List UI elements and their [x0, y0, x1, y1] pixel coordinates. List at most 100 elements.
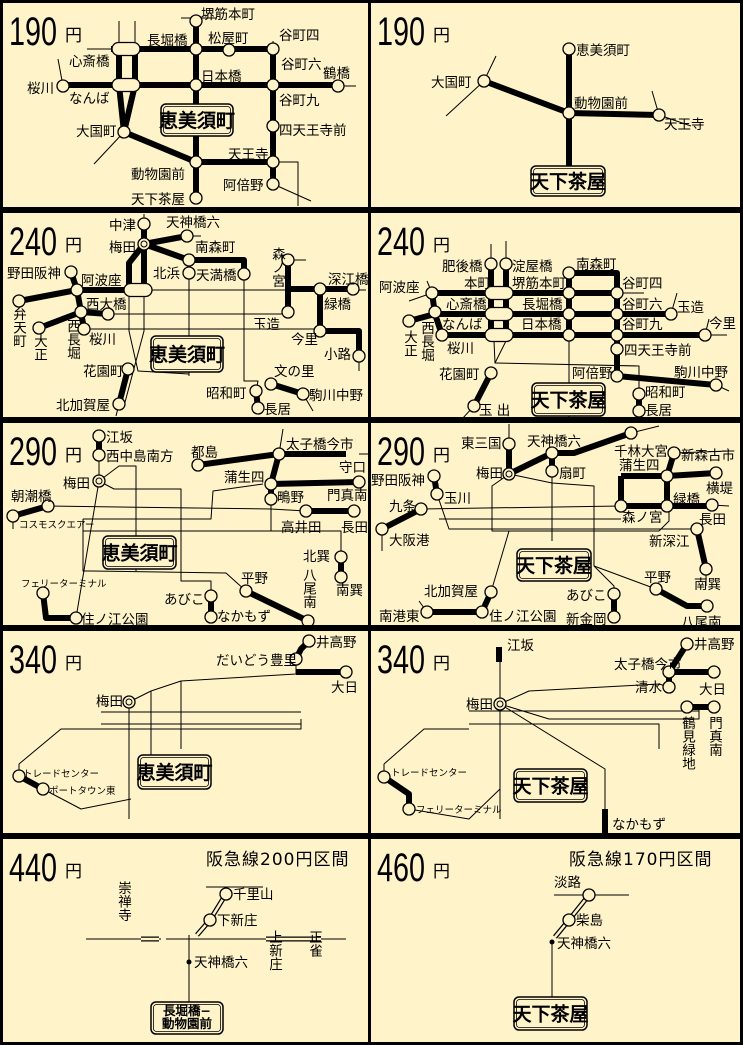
station[interactable]: 南港東 — [379, 605, 434, 625]
station[interactable]: 天神橋六 — [549, 936, 612, 952]
station[interactable]: 天神橋六 — [527, 434, 581, 460]
station[interactable]: 大日 — [331, 665, 358, 696]
station[interactable]: 南巽 — [694, 562, 721, 593]
station[interactable]: 心斎橋 — [69, 53, 110, 70]
station-marker[interactable] — [189, 42, 203, 56]
station[interactable]: 横堤 — [706, 466, 734, 497]
station-marker[interactable] — [607, 587, 621, 601]
station-marker[interactable] — [477, 74, 491, 88]
station[interactable]: 長田 — [699, 498, 726, 528]
station[interactable]: 森ノ宮 — [269, 247, 295, 288]
station[interactable]: 柴島 — [562, 913, 603, 929]
station[interactable]: 長堀橋 — [147, 33, 203, 56]
terminal-marker[interactable] — [496, 647, 502, 661]
station-marker[interactable] — [402, 802, 416, 816]
station[interactable]: 長居 — [632, 403, 672, 417]
station[interactable]: 守口 — [339, 460, 366, 489]
station[interactable]: 文の里 — [264, 364, 315, 391]
station-marker[interactable] — [301, 614, 315, 625]
station-marker[interactable] — [414, 502, 428, 516]
station[interactable]: 新金岡 — [566, 610, 621, 625]
station-marker[interactable] — [502, 467, 516, 481]
station[interactable]: 高井田 — [281, 504, 322, 536]
station-marker[interactable] — [266, 155, 280, 169]
station-marker[interactable] — [272, 447, 286, 461]
station[interactable]: だいどう豊里 — [216, 652, 303, 669]
station[interactable]: トレードセンター — [12, 769, 99, 783]
station[interactable]: 天満橋 — [196, 267, 251, 284]
station-marker[interactable] — [430, 487, 444, 501]
station[interactable]: 深江橋 — [328, 272, 368, 296]
station-marker[interactable] — [122, 695, 136, 709]
station[interactable]: 上新庄 — [266, 930, 283, 971]
station[interactable]: 緑橋 — [313, 282, 351, 313]
station[interactable]: 北加賀屋 — [56, 397, 126, 414]
station-marker[interactable] — [499, 257, 513, 271]
station-marker[interactable] — [610, 307, 624, 321]
station-marker[interactable] — [74, 305, 88, 319]
station[interactable]: 梅田 — [63, 474, 106, 492]
station-marker[interactable] — [266, 119, 280, 133]
station[interactable]: 蒲生四 — [224, 470, 278, 491]
station[interactable]: 太子橋今市 — [272, 436, 354, 461]
station[interactable]: 梅田 — [466, 697, 507, 713]
station-marker[interactable] — [475, 605, 489, 619]
station-marker[interactable] — [180, 229, 194, 243]
station-marker[interactable] — [375, 522, 389, 536]
station[interactable]: 日本橋 — [521, 317, 576, 342]
station[interactable]: 扇町 — [545, 464, 586, 482]
station[interactable]: 緑橋 — [660, 492, 701, 513]
station[interactable]: 都島 — [191, 445, 218, 472]
station-marker[interactable] — [707, 665, 721, 679]
station-marker[interactable] — [582, 888, 596, 902]
station-marker[interactable] — [502, 437, 516, 451]
station-marker[interactable] — [562, 913, 576, 927]
station-marker[interactable] — [680, 637, 694, 651]
station-marker[interactable] — [680, 700, 694, 714]
station-marker[interactable] — [237, 267, 251, 281]
station[interactable]: 東三国 — [461, 436, 516, 452]
station[interactable]: 八尾南 — [681, 599, 722, 625]
station[interactable]: 日本橋 — [189, 69, 242, 92]
station-marker[interactable] — [299, 504, 313, 518]
station[interactable]: 天下茶屋 — [131, 191, 203, 207]
station-marker[interactable] — [700, 599, 714, 613]
station-marker[interactable] — [562, 106, 576, 120]
station[interactable]: 門真南 — [706, 700, 723, 757]
station-dot[interactable] — [186, 959, 192, 965]
station-marker[interactable] — [610, 369, 624, 383]
station-marker[interactable] — [660, 499, 674, 513]
station-marker[interactable] — [347, 504, 361, 518]
station-marker[interactable] — [352, 475, 366, 489]
station-marker[interactable] — [662, 665, 676, 679]
station[interactable]: 西大橋 — [86, 297, 127, 321]
station-marker[interactable] — [313, 282, 327, 296]
station-marker[interactable] — [428, 305, 442, 319]
station[interactable]: 谷町六 — [610, 297, 663, 321]
station-marker[interactable] — [649, 582, 663, 596]
station[interactable]: 崇禅寺 — [115, 881, 132, 922]
station-marker[interactable] — [698, 328, 712, 342]
station-marker[interactable] — [331, 79, 345, 93]
station[interactable]: 西中島南方 — [92, 448, 174, 465]
station-marker[interactable] — [12, 294, 26, 308]
station[interactable]: 新森古市 — [667, 446, 735, 464]
station-marker[interactable] — [667, 446, 681, 460]
station[interactable]: 江坂 — [92, 429, 133, 446]
station[interactable]: 堺筋本町 — [189, 6, 255, 28]
station[interactable]: 淀屋橋 — [499, 257, 553, 275]
station[interactable]: 森ノ宮 — [614, 499, 663, 526]
station-marker[interactable] — [427, 469, 441, 483]
station-marker[interactable] — [189, 78, 203, 92]
station[interactable]: 大国町 — [76, 124, 131, 140]
station-marker[interactable] — [562, 266, 576, 280]
station-marker[interactable] — [112, 397, 126, 411]
station-marker[interactable] — [352, 349, 366, 363]
station-marker[interactable] — [56, 79, 70, 93]
station[interactable]: 北加賀屋 — [424, 584, 498, 600]
station[interactable]: 住ノ江公園 — [69, 611, 149, 625]
station[interactable]: 平野 — [239, 571, 268, 598]
station[interactable]: 堺筋本町 — [512, 275, 576, 300]
station[interactable]: 井高野 — [680, 636, 735, 653]
station[interactable]: 大阪港 — [375, 522, 430, 549]
